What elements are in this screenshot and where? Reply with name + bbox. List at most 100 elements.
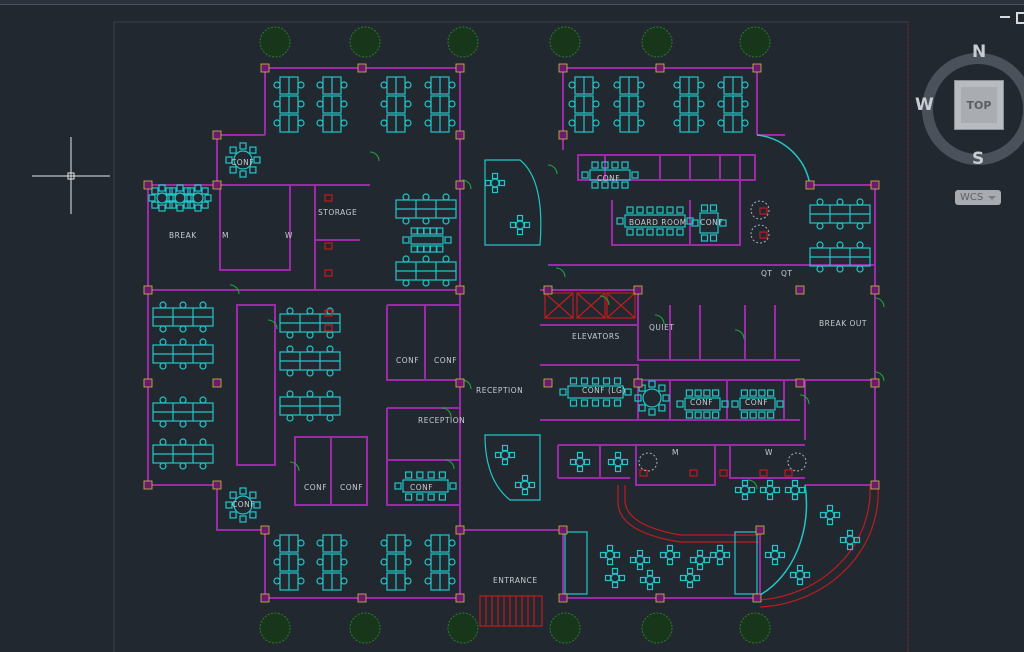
table xyxy=(192,192,204,204)
chair xyxy=(791,479,799,487)
chair xyxy=(229,511,237,519)
chair xyxy=(559,388,567,396)
chair xyxy=(833,511,841,519)
chair xyxy=(249,491,257,499)
chair xyxy=(194,184,202,192)
workstation-pod xyxy=(273,534,305,591)
chair xyxy=(516,214,524,222)
column xyxy=(143,480,153,490)
column xyxy=(752,63,762,73)
chair xyxy=(636,549,644,557)
chair xyxy=(591,377,600,385)
chair xyxy=(306,345,314,353)
table xyxy=(790,485,800,495)
chair xyxy=(712,411,720,419)
chair xyxy=(168,194,176,202)
chair xyxy=(568,81,576,89)
chair xyxy=(693,574,701,582)
chair xyxy=(273,81,281,89)
chair xyxy=(448,100,456,108)
chair xyxy=(659,551,667,559)
column xyxy=(455,525,465,535)
restroom-fixture xyxy=(324,194,333,202)
chair xyxy=(297,100,305,108)
chair xyxy=(580,399,589,407)
room-label: RECEPTION xyxy=(418,416,465,425)
chair xyxy=(424,539,432,547)
chair xyxy=(616,217,624,225)
chair xyxy=(306,331,314,339)
chair xyxy=(380,539,388,547)
lounge-seating xyxy=(839,529,861,551)
chair xyxy=(424,577,432,585)
door-swing xyxy=(555,267,566,278)
table xyxy=(624,214,686,228)
chair xyxy=(816,222,824,230)
room-label: CONF xyxy=(700,218,723,227)
lounge-seating xyxy=(784,479,806,501)
compass-west[interactable]: W xyxy=(915,95,934,115)
lounge-seating xyxy=(759,479,781,501)
tree-icon xyxy=(447,612,479,644)
chair xyxy=(658,384,666,392)
chair xyxy=(796,564,804,572)
restore-icon[interactable] xyxy=(1016,12,1024,24)
chair xyxy=(709,234,718,242)
column xyxy=(357,593,367,603)
chair xyxy=(340,539,348,547)
curved-walls xyxy=(617,134,879,608)
chair xyxy=(583,458,591,466)
table xyxy=(635,555,645,565)
room-label: CONF xyxy=(231,158,254,167)
restroom-fixture xyxy=(719,469,728,477)
chair xyxy=(159,301,167,309)
room-label: CONF xyxy=(434,356,457,365)
chair xyxy=(686,581,694,589)
viewcube-top-face[interactable]: TOP xyxy=(954,80,1004,130)
chair xyxy=(273,119,281,127)
compass-south[interactable]: S xyxy=(972,149,985,169)
chair xyxy=(306,390,314,398)
room-label: QT xyxy=(781,269,793,278)
viewcube[interactable]: TOP N S W xyxy=(915,42,1024,175)
chair xyxy=(199,362,207,370)
chair xyxy=(771,558,779,566)
chair xyxy=(442,255,450,263)
chair xyxy=(380,558,388,566)
door-swing xyxy=(734,329,745,340)
trees xyxy=(259,26,771,644)
compass-north[interactable]: N xyxy=(972,42,987,62)
workstation-pod xyxy=(613,76,645,133)
tree-icon xyxy=(549,612,581,644)
table xyxy=(825,510,835,520)
chair xyxy=(734,486,742,494)
chair xyxy=(521,488,529,496)
minimize-icon[interactable] xyxy=(1000,16,1010,18)
turning-circle xyxy=(750,200,770,220)
chair xyxy=(405,493,413,501)
chair xyxy=(249,511,257,519)
chair xyxy=(626,228,634,236)
chair xyxy=(417,227,425,235)
restroom-fixture xyxy=(759,469,768,477)
column xyxy=(558,593,568,603)
chair xyxy=(416,493,424,501)
table xyxy=(575,457,585,467)
wcs-dropdown[interactable]: WCS xyxy=(955,190,1001,205)
chair xyxy=(326,307,334,315)
chair xyxy=(613,377,622,385)
chair xyxy=(592,81,600,89)
restroom-fixture xyxy=(759,207,768,215)
restroom-fixture xyxy=(324,309,333,317)
workstation-pod xyxy=(316,76,348,133)
workstation-row xyxy=(152,301,214,333)
column xyxy=(260,525,270,535)
chair xyxy=(696,549,704,557)
chair xyxy=(159,462,167,470)
table xyxy=(845,535,855,545)
chair xyxy=(422,255,430,263)
chair xyxy=(169,201,177,209)
chair xyxy=(179,338,187,346)
